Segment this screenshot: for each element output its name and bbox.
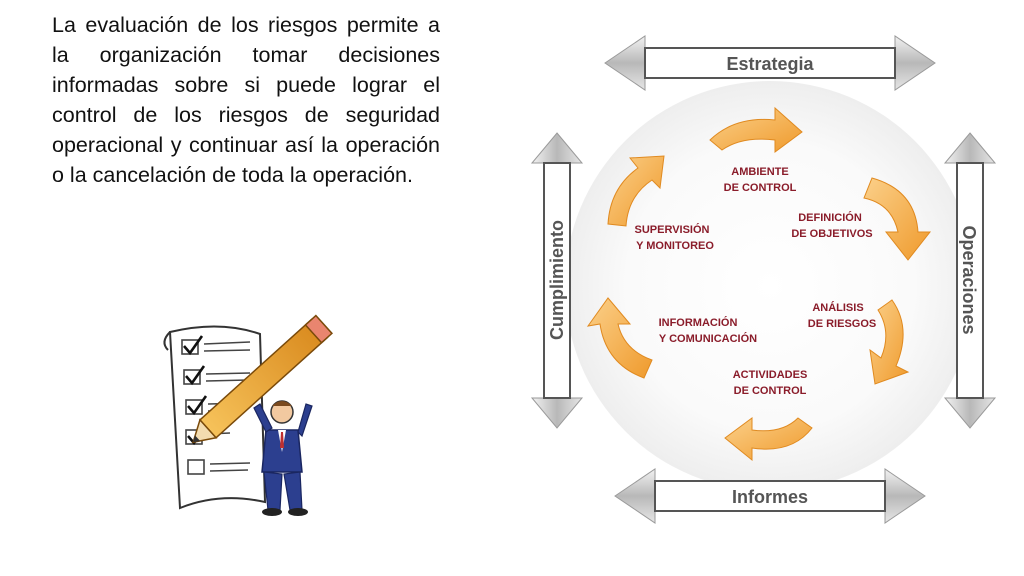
frame-arrow-bottom: Informes (614, 468, 926, 524)
label-definicion-2: DE OBJETIVOS (791, 228, 872, 240)
label-informacion-1: INFORMACIÓN (659, 316, 738, 329)
frame-label-right: Operaciones (959, 225, 979, 334)
label-definicion-1: DEFINICIÓN (798, 211, 862, 224)
frame-arrow-top: Estrategia (604, 35, 936, 91)
intro-paragraph: La evaluación de los riesgos permite a l… (52, 13, 440, 187)
label-supervision-2: Y MONITOREO (636, 240, 714, 252)
frame-arrow-left: Cumplimiento (530, 132, 584, 429)
label-actividades-1: ACTIVIDADES (733, 369, 808, 381)
coso-diagram: Estrategia Informes Cumplimiento Operaci… (520, 28, 1020, 538)
frame-arrow-right: Operaciones (943, 132, 997, 429)
label-actividades-2: DE CONTROL (734, 385, 807, 397)
label-informacion-2: Y COMUNICACIÓN (659, 332, 757, 345)
label-ambiente-1: AMBIENTE (731, 166, 788, 178)
checklist-clipart (150, 312, 340, 522)
frame-label-left: Cumplimiento (547, 220, 567, 340)
frame-label-bottom: Informes (732, 487, 808, 507)
label-analisis-2: DE RIESGOS (808, 318, 876, 330)
cycle-arrows (586, 106, 932, 462)
label-supervision-1: SUPERVISIÓN (635, 223, 710, 236)
frame-label-top: Estrategia (726, 54, 814, 74)
label-ambiente-2: DE CONTROL (724, 182, 797, 194)
label-analisis-1: ANÁLISIS (812, 301, 863, 314)
